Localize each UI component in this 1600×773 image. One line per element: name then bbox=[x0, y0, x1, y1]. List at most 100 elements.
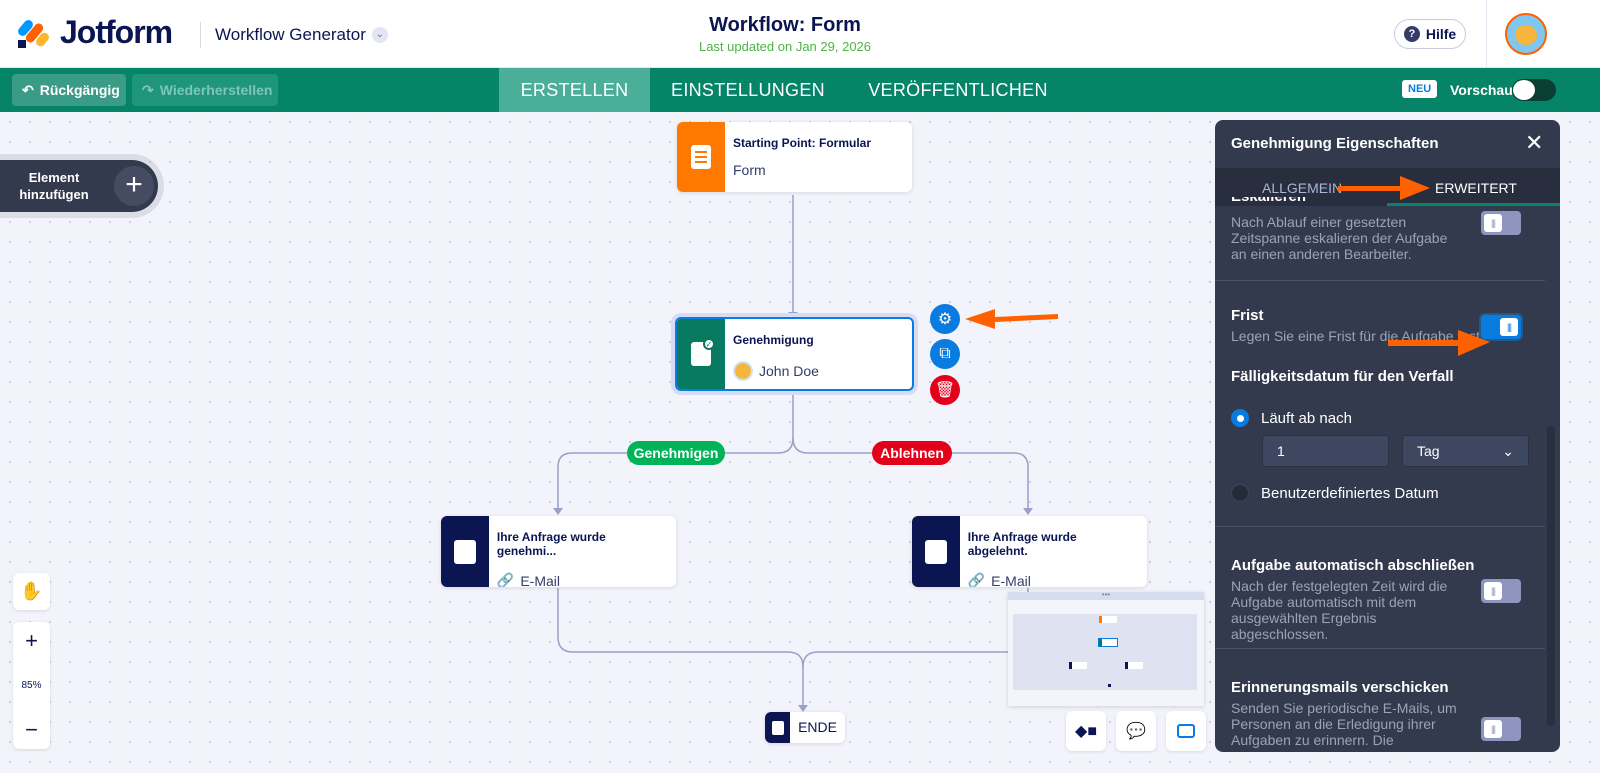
undo-label: Rückgängig bbox=[39, 82, 120, 98]
radio-expires-after[interactable]: Läuft ab nach bbox=[1231, 409, 1529, 427]
node-subtitle: E-Mail bbox=[991, 572, 1031, 588]
minimap-viewport[interactable] bbox=[1013, 614, 1197, 690]
node-email-rejected[interactable]: Ihre Anfrage wurde abgelehnt. 🔗 E-Mail bbox=[912, 516, 1147, 587]
form-icon bbox=[677, 122, 725, 192]
page-title: Workflow: Form bbox=[709, 14, 861, 36]
new-badge: NEU bbox=[1402, 80, 1438, 98]
tab-erweitert[interactable]: ERWEITERT bbox=[1435, 180, 1517, 196]
autocomplete-title: Aufgabe automatisch abschließen bbox=[1231, 557, 1475, 574]
link-icon: 🔗 bbox=[496, 572, 515, 587]
trash-icon: 🗑 bbox=[934, 382, 956, 399]
gear-icon: ⚙ bbox=[937, 311, 953, 328]
deadline-unit-select[interactable]: Tag ⌄ bbox=[1402, 435, 1529, 467]
zoom-controls: + 85% − bbox=[13, 622, 50, 749]
redo-button[interactable]: ↷ Wiederherstellen bbox=[132, 74, 278, 106]
toolbar: ↶Rückgängig ↷Wiederherstellen ERSTELLEN … bbox=[0, 68, 1600, 112]
reminder-desc: Senden Sie periodische E-Mails, um Perso… bbox=[1231, 700, 1457, 748]
copy-icon: ⧉ bbox=[939, 345, 951, 362]
tab-erstellen[interactable]: ERSTELLEN bbox=[499, 68, 650, 112]
radio-unchecked[interactable] bbox=[1231, 484, 1249, 502]
connector-line bbox=[792, 437, 1029, 510]
approval-icon: ✓ bbox=[677, 319, 725, 389]
panel-scrollbar[interactable] bbox=[1547, 426, 1555, 726]
notes-button[interactable]: 💬 bbox=[1116, 711, 1156, 751]
autocomplete-desc: Nach der festgelegten Zeit wird die Aufg… bbox=[1231, 578, 1448, 642]
help-button[interactable]: ? Hilfe bbox=[1394, 19, 1466, 49]
app-switcher[interactable]: Workflow Generator ⌄ bbox=[215, 25, 388, 45]
properties-panel: Genehmigung Eigenschaften ✕ ALLGEMEIN ER… bbox=[1215, 120, 1560, 752]
close-icon[interactable]: ✕ bbox=[1525, 130, 1544, 155]
arrowhead bbox=[788, 312, 798, 319]
radio-checked[interactable] bbox=[1231, 409, 1249, 427]
node-end[interactable]: ENDE bbox=[765, 712, 845, 743]
panel-title: Genehmigung Eigenschaften bbox=[1231, 135, 1439, 152]
arrowhead bbox=[553, 508, 563, 515]
node-title: Starting Point: Formular bbox=[733, 136, 871, 150]
reminder-toggle[interactable]: ||| bbox=[1481, 717, 1521, 741]
node-email-approved[interactable]: Ihre Anfrage wurde genehmi... 🔗 E-Mail bbox=[441, 516, 676, 587]
email-icon bbox=[912, 516, 960, 587]
hand-tool-button[interactable]: ✋ bbox=[13, 573, 50, 610]
stop-icon bbox=[765, 712, 791, 743]
add-element-label: Element hinzufügen bbox=[19, 170, 89, 202]
hand-icon: ✋ bbox=[20, 581, 43, 601]
brand-name[interactable]: Jotform bbox=[60, 14, 173, 50]
due-date-label: Fälligkeitsdatum für den Verfall bbox=[1231, 368, 1454, 385]
branch-approve-label[interactable]: Genehmigen bbox=[627, 441, 725, 465]
zoom-out-button[interactable]: − bbox=[25, 717, 38, 742]
autocomplete-toggle[interactable]: ||| bbox=[1481, 579, 1521, 603]
node-subtitle: E-Mail bbox=[520, 572, 560, 588]
minimap-icon bbox=[1177, 724, 1195, 738]
autocomplete-section: Aufgabe automatisch abschließen Nach der… bbox=[1215, 527, 1545, 649]
node-title: ENDE bbox=[798, 719, 837, 735]
delete-node-button[interactable]: 🗑 bbox=[930, 375, 960, 405]
zoom-in-button[interactable]: + bbox=[25, 628, 38, 653]
minimap[interactable]: ••• bbox=[1008, 591, 1204, 706]
preview-toggle[interactable] bbox=[1512, 79, 1556, 101]
branch-reject-label[interactable]: Ablehnen bbox=[872, 441, 952, 465]
deadline-section: Frist Legen Sie eine Frist für die Aufga… bbox=[1215, 281, 1545, 527]
deadline-desc: Legen Sie eine Frist für die Aufgabe fes… bbox=[1231, 328, 1484, 344]
help-label: Hilfe bbox=[1425, 26, 1457, 42]
escalate-desc: Nach Ablauf einer gesetzten Zeitspanne e… bbox=[1231, 214, 1448, 262]
arrowhead bbox=[1023, 508, 1033, 515]
chevron-down-icon: ⌄ bbox=[1502, 442, 1514, 459]
node-title: Ihre Anfrage wurde abgelehnt. bbox=[967, 530, 1077, 558]
deadline-toggle[interactable]: ||| bbox=[1481, 315, 1521, 339]
preview-label: Vorschau bbox=[1450, 82, 1513, 98]
deadline-unit-value: Tag bbox=[1417, 443, 1440, 459]
jotform-logo-icon bbox=[16, 18, 51, 49]
redo-icon: ↷ bbox=[142, 81, 154, 98]
deadline-amount-input[interactable]: 1 bbox=[1262, 435, 1389, 467]
tab-veroeffentlichen[interactable]: VERÖFFENTLICHEN bbox=[868, 79, 1048, 100]
tab-allgemein[interactable]: ALLGEMEIN bbox=[1262, 180, 1343, 196]
undo-button[interactable]: ↶ Rückgängig bbox=[12, 74, 126, 106]
minimap-toggle-button[interactable] bbox=[1166, 711, 1206, 751]
escalate-toggle[interactable]: ||| bbox=[1481, 211, 1521, 235]
minimap-drag-handle[interactable]: ••• bbox=[1008, 591, 1204, 600]
tab-einstellungen[interactable]: EINSTELLUNGEN bbox=[671, 79, 825, 100]
node-subtitle: Form bbox=[733, 162, 766, 178]
redo-label: Wiederherstellen bbox=[159, 82, 273, 98]
elements-button[interactable]: ◆■ bbox=[1066, 711, 1106, 751]
help-icon: ? bbox=[1403, 26, 1420, 42]
node-settings-button[interactable]: ⚙ bbox=[930, 304, 960, 334]
assignee-avatar bbox=[733, 361, 753, 381]
app-switcher-label: Workflow Generator bbox=[215, 25, 366, 44]
radio-custom-label: Benutzerdefiniertes Datum bbox=[1261, 484, 1439, 502]
node-title: Genehmigung bbox=[733, 333, 814, 347]
arrowhead bbox=[798, 705, 808, 712]
zoom-level: 85% bbox=[21, 680, 42, 691]
avatar[interactable] bbox=[1505, 13, 1547, 55]
undo-icon: ↶ bbox=[22, 81, 34, 98]
radio-expires-label: Läuft ab nach bbox=[1261, 409, 1352, 427]
duplicate-node-button[interactable]: ⧉ bbox=[930, 339, 960, 369]
chevron-down-icon: ⌄ bbox=[371, 27, 388, 43]
node-title: Ihre Anfrage wurde genehmi... bbox=[496, 530, 606, 558]
radio-custom-date[interactable]: Benutzerdefiniertes Datum bbox=[1231, 484, 1529, 502]
link-icon: 🔗 bbox=[967, 572, 986, 587]
escalate-section: Eskalieren Nach Ablauf einer gesetzten Z… bbox=[1215, 197, 1545, 281]
add-element-button[interactable]: Element hinzufügen + bbox=[0, 160, 158, 212]
